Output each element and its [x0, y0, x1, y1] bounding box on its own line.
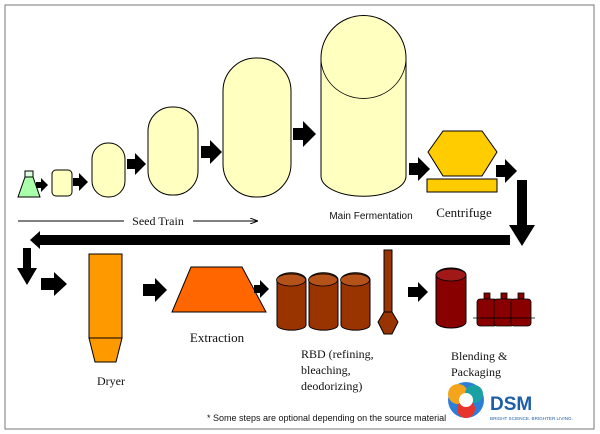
seed-vessel-4	[222, 57, 292, 198]
arrow-centrifuge-out	[496, 159, 517, 183]
extraction-vessel	[171, 266, 267, 313]
label-rbd-line1: RBD (refining,	[301, 347, 374, 361]
label-rbd-line2: bleaching,	[301, 363, 351, 377]
label-rbd-line3: deodorizing)	[301, 379, 362, 393]
label-dryer: Dryer	[97, 374, 125, 388]
label-extraction: Extraction	[190, 330, 245, 345]
rbd-tank-2	[308, 272, 339, 331]
arrow-flask-to-seed1	[36, 178, 48, 192]
arrow-seed1-to-seed2	[73, 173, 88, 191]
dsm-logo: DSM BRIGHT SCIENCE. BRIGHTER LIVING.	[448, 382, 573, 421]
rbd-tank-1	[276, 272, 307, 331]
dsm-logo-mark-icon	[448, 382, 484, 418]
centrifuge	[426, 130, 498, 193]
arrow-return-left	[30, 231, 510, 249]
label-seed-train: Seed Train	[132, 214, 184, 228]
deodorizer-column	[377, 249, 399, 335]
main-fermenter	[320, 15, 407, 197]
label-blending-line2: Packaging	[451, 365, 501, 379]
arrow-rbd-to-blending	[408, 282, 428, 302]
footnote: * Some steps are optional depending on t…	[207, 413, 446, 423]
packaging-bottle-3	[507, 292, 535, 327]
dsm-logo-tagline: BRIGHT SCIENCE. BRIGHTER LIVING.	[490, 416, 573, 421]
arrow-seed4-to-main	[293, 121, 316, 147]
arrow-extraction-to-rbd	[254, 280, 269, 298]
arrow-main-to-centrifuge	[409, 157, 430, 181]
blending-tank	[435, 267, 467, 329]
seed-vessel-3	[147, 106, 199, 196]
label-main-fermentation: Main Fermentation	[329, 211, 412, 222]
seed-vessel-1	[51, 169, 73, 197]
diagram-frame	[4, 4, 595, 430]
arrow-down-left	[17, 248, 37, 285]
seed-vessel-2	[91, 142, 126, 198]
dsm-logo-name: DSM	[490, 394, 532, 415]
label-centrifuge: Centrifuge	[436, 205, 492, 220]
arrow-to-dryer	[41, 272, 67, 296]
arrow-dryer-to-extraction	[143, 278, 167, 302]
rbd-tank-3	[340, 272, 371, 331]
arrow-seed2-to-seed3	[127, 153, 146, 175]
dryer	[88, 253, 123, 363]
arrow-down-right	[509, 180, 535, 246]
seed-flask	[17, 170, 41, 198]
label-blending-line1: Blending &	[451, 349, 508, 363]
arrow-seed3-to-seed4	[201, 140, 222, 164]
